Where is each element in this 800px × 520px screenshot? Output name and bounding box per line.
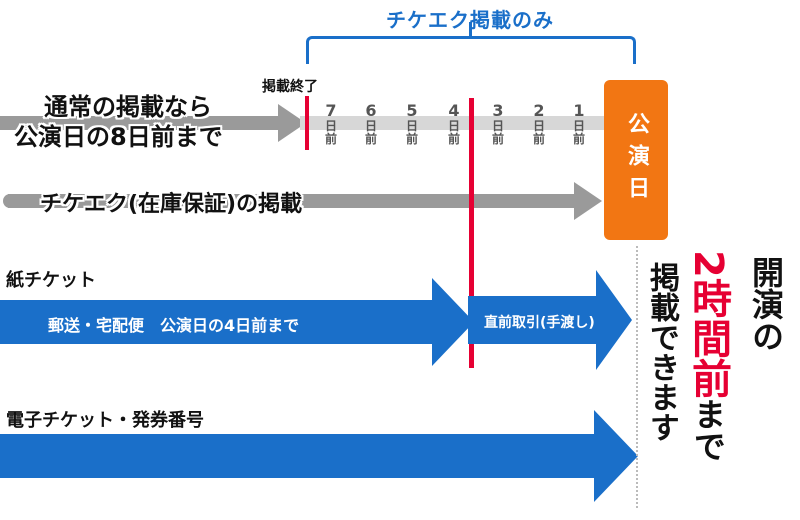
handover-cutoff-line	[469, 98, 474, 368]
normal-listing-text: 通常の掲載なら 公演日の8日前まで	[14, 92, 223, 152]
paper-ticket-handover-label: 直前取引(手渡し)	[484, 315, 595, 331]
guarantee-listing-arrow	[3, 182, 602, 220]
timeline-track	[300, 116, 608, 130]
paper-ticket-handover-arrow	[468, 270, 632, 370]
normal-listing-arrow	[0, 104, 306, 142]
right-note-col2: 掲載できます	[644, 262, 679, 442]
normal-listing-line1: 通常の掲載なら	[44, 93, 212, 121]
e-ticket-arrow	[0, 410, 638, 502]
right-note-hours: 時間前	[685, 277, 731, 398]
listing-end-label: 掲載終了	[262, 79, 318, 95]
right-note-tail: まで	[689, 397, 727, 462]
chekeku-only-bracket	[306, 36, 636, 64]
right-note-number: 2	[685, 250, 731, 278]
right-note-col1: 開演の	[747, 256, 785, 352]
dotted-divider	[636, 246, 638, 508]
listing-end-marker	[305, 96, 309, 150]
paper-ticket-title: 紙チケット	[6, 270, 96, 291]
paper-ticket-mail-label: 郵送・宅配便 公演日の4日前まで	[48, 316, 300, 335]
e-ticket-title: 電子チケット・発券番号	[6, 410, 204, 431]
paper-ticket-mail-arrow	[0, 278, 474, 366]
right-note-emphasis: 2時間前まで	[685, 250, 731, 512]
bracket-stem	[469, 22, 472, 36]
normal-listing-line2: 公演日の8日前まで	[14, 123, 223, 151]
performance-day-box: 公演日	[604, 80, 668, 240]
guarantee-listing-text: チケエク(在庫保証)の掲載	[40, 192, 303, 217]
